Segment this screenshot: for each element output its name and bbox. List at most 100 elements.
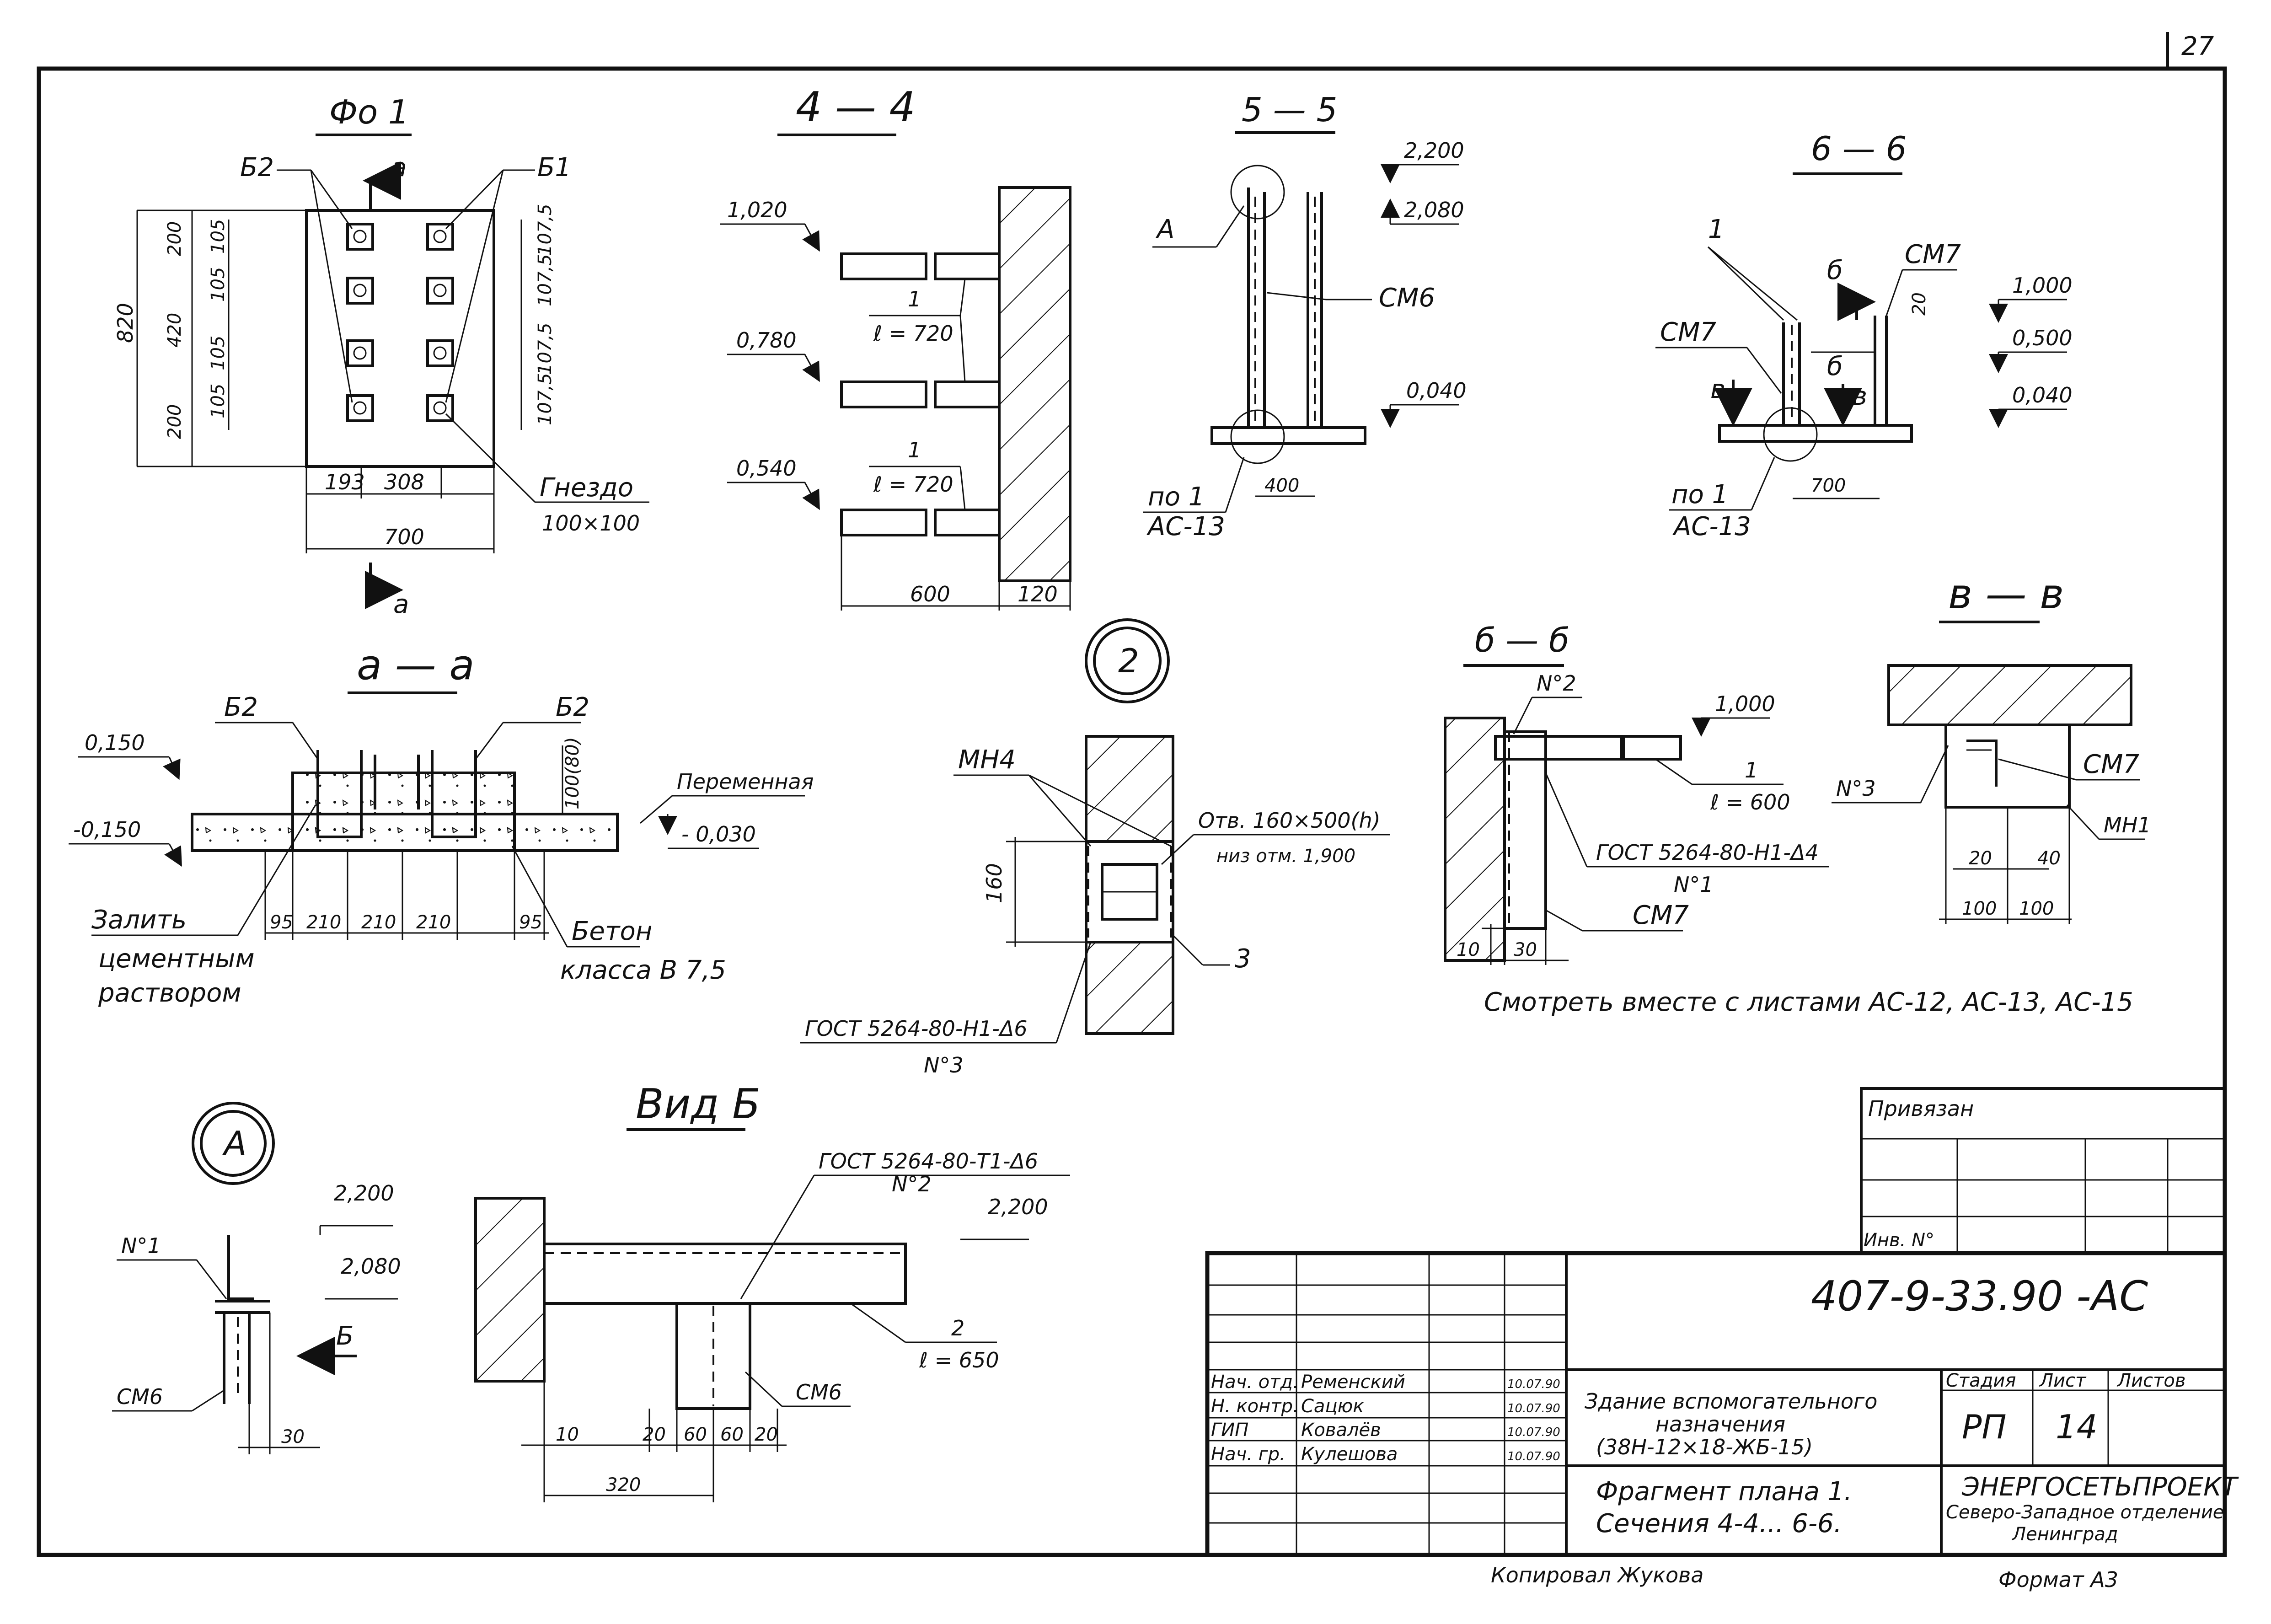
fo1-dim-1075b: 107,5 [535, 254, 556, 306]
aa-conc2: класса В 7,5 [560, 955, 726, 985]
vidB-d60a: 60 [684, 1424, 707, 1445]
fo1-dim-700: 700 [384, 525, 424, 549]
s44-lvl3: 0,540 [736, 456, 797, 481]
stamp-inv: Инв. N° [1864, 1230, 1934, 1251]
stamp-name-2: Сацюк [1301, 1396, 1364, 1417]
stamp-row-1: Нач. отд. Ременский 10.07.90 [1211, 1372, 1560, 1393]
bb-dim-30: 30 [1514, 939, 1537, 960]
stamp-building-2: назначения [1655, 1412, 1785, 1436]
nodeA-dim-30: 30 [281, 1426, 305, 1447]
s44-lvl2: 0,780 [736, 328, 797, 353]
node2-mn4: МН4 [958, 745, 1016, 775]
aa-d210b: 210 [361, 912, 396, 933]
aa-lvl3: - 0,030 [681, 822, 756, 847]
stamp-name-4: Кулешова [1301, 1444, 1398, 1465]
node2-number: 2 [1118, 642, 1139, 680]
fo1-dim-420: 420 [164, 313, 185, 348]
section-b-b: б — б N°2 1,000 1 ℓ = 600 ГОСТ 5264-80-Н… [1444, 621, 1829, 965]
s55-cm6: СМ6 [1379, 283, 1435, 313]
fo1-nest-label: Гнездо [540, 473, 633, 503]
section-6-6: 6 — 6 1 б СМ7 20 1,000 СМ7 0,500 0,040 б… [1655, 129, 2073, 541]
s44-mark1: 1 [908, 287, 921, 311]
bb-weld: ГОСТ 5264-80-Н1-Δ4 [1596, 840, 1819, 865]
s66-pos: по 1 [1671, 480, 1728, 509]
stamp-stage: РП [1962, 1408, 2007, 1446]
fo1-dim-1075a: 107,5 [535, 204, 556, 256]
vv-dim-100a: 100 [1962, 898, 1997, 919]
node-2: 2 МН4 Отв. 160×500(h) низ отм. 1,900 160… [800, 618, 1390, 1077]
s44-dim-600: 600 [910, 582, 950, 606]
note-see-also: Смотреть вместе с листами АС-12, АС-13, … [1484, 987, 2133, 1017]
aa-lvl2: -0,150 [73, 817, 141, 842]
aa-foundation [291, 772, 516, 852]
s55-lvl-2: 2,080 [1404, 198, 1464, 222]
vv-no3: N°3 [1836, 776, 1876, 801]
vv-dim-40: 40 [2037, 848, 2061, 869]
vv-title: в — в [1948, 570, 2064, 618]
stamp-building-1: Здание вспомогательного [1585, 1389, 1877, 1414]
vv-cm7: СМ7 [2083, 750, 2139, 779]
aa-fill1: Залить [91, 905, 187, 935]
vidB-d20a: 20 [643, 1424, 666, 1445]
fo1-dim-200-bot: 200 [164, 404, 185, 439]
s66-v-left: в [1710, 375, 1725, 404]
stamp-stage-header: Стадия [1946, 1370, 2016, 1391]
vv-dim-100b: 100 [2019, 898, 2054, 919]
stamp-sheet: 14 [2056, 1408, 2098, 1446]
stamp-org-3: Ленинград [2011, 1524, 2118, 1545]
stamp-row-2: Н. контр. Сацюк 10.07.90 [1211, 1396, 1560, 1417]
aa-variable: Переменная [677, 769, 814, 794]
aa-fill2: цементным [98, 944, 255, 974]
s66-title: 6 — 6 [1811, 129, 1907, 168]
node-a: А N°1 2,200 2,080 Б СМ6 30 [112, 1102, 401, 1454]
stamp-format: Формат А3 [1998, 1567, 2118, 1592]
s55-title: 5 — 5 [1242, 91, 1337, 129]
aa-d210c: 210 [416, 912, 451, 933]
bb-lvl: 1,000 [1715, 691, 1775, 716]
section-4-4: 4 — 4 1,020 0,780 0,540 1 ℓ = 720 1 ℓ = … [720, 83, 1071, 611]
s44-lvl1: 1,020 [727, 198, 787, 222]
node2-dim-160: 160 [982, 863, 1007, 903]
fo1-b1: Б1 [537, 153, 571, 182]
stamp-date-2: 10.07.90 [1507, 1402, 1560, 1415]
s55-lvl-3: 0,040 [1406, 378, 1467, 403]
node2-hole2: низ отм. 1,900 [1216, 846, 1355, 867]
aa-lvl1: 0,150 [85, 730, 145, 755]
stamp-role-1: Нач. отд. [1211, 1372, 1299, 1393]
stamp-role-3: ГИП [1211, 1420, 1248, 1441]
stamp-date-3: 10.07.90 [1507, 1426, 1560, 1439]
vidB-d60b: 60 [720, 1424, 744, 1445]
s44-len1: ℓ = 720 [873, 321, 953, 346]
section-fo1: Фо 1 Б2 Б1 а а 820 200 420 [113, 93, 649, 619]
aa-dim-top: 100(80) [562, 737, 583, 809]
s55-dim-400: 400 [1264, 475, 1299, 496]
stamp-role-4: Нач. гр. [1211, 1444, 1285, 1465]
fo1-dim-105a: 105 [208, 219, 229, 254]
fo1-dim-193: 193 [325, 470, 365, 494]
s66-cm7-top: СМ7 [1905, 240, 1961, 269]
section-a-a: а — а 0,150 -0,150 Б2 Б2 100(80) Перемен… [69, 641, 814, 1008]
vidB-d20b: 20 [755, 1424, 778, 1445]
stamp-date-4: 10.07.90 [1507, 1450, 1560, 1463]
section-v-v: в — в N°3 СМ7 МН1 20 40 100 100 [1832, 570, 2151, 924]
nodeA-no1: N°1 [121, 1233, 161, 1258]
vidB-title: Вид Б [636, 1080, 761, 1128]
vidB-d10: 10 [556, 1424, 579, 1445]
aa-fill3: раствором [98, 978, 241, 1008]
stamp-date-1: 10.07.90 [1507, 1377, 1560, 1391]
bb-mark: 1 [1745, 758, 1758, 783]
aa-b2a: Б2 [224, 692, 258, 722]
stamp-privyazan: Привязан [1868, 1096, 1974, 1121]
vv-dim-20: 20 [1969, 848, 1992, 869]
stamp-row-4: Нач. гр. Кулешова 10.07.90 [1211, 1444, 1560, 1465]
vidB-cm6: СМ6 [796, 1380, 842, 1404]
fo1-cut-a-top: а [391, 153, 407, 182]
s66-lvl3: 0,040 [2012, 383, 2073, 407]
fo1-dim-1075c: 107,5 [535, 322, 556, 375]
fo1-dim-105b: 105 [208, 267, 229, 302]
aa-d95b: 95 [519, 912, 542, 933]
aa-title: а — а [357, 641, 475, 689]
fo1-b2: Б2 [240, 153, 274, 182]
vidB-d320: 320 [606, 1474, 641, 1495]
s66-cm7-left: СМ7 [1660, 317, 1716, 347]
